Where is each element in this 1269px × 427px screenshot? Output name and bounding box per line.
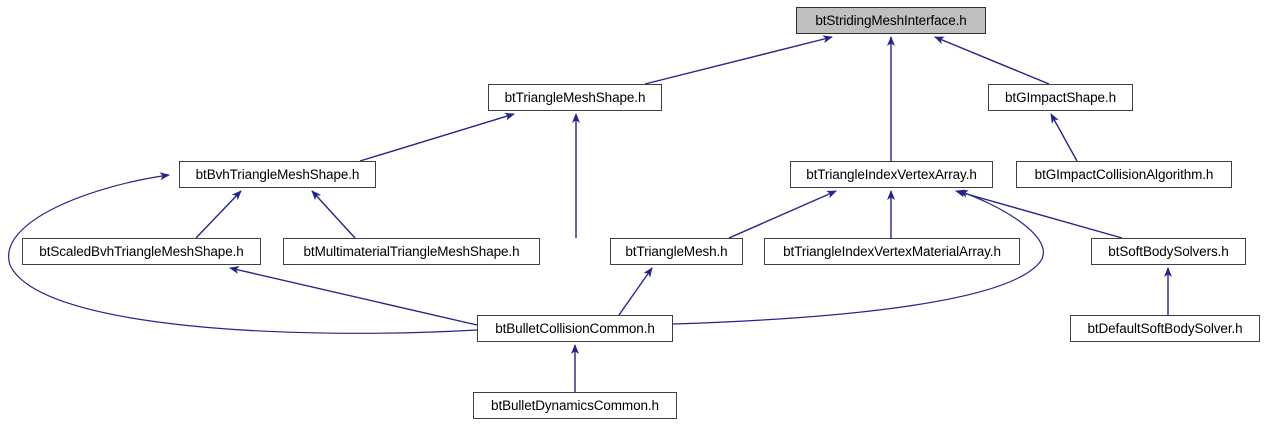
graph-edge-bvhtrimesh-to-trimeshshape: [359, 112, 515, 162]
graph-node-trimeshshape[interactable]: btTriangleMeshShape.h: [488, 84, 662, 111]
graph-node-label: btBulletCollisionCommon.h: [495, 320, 655, 336]
graph-node-label: btBvhTriangleMeshShape.h: [195, 166, 360, 182]
graph-node-gimpactshape[interactable]: btGImpactShape.h: [988, 84, 1133, 111]
graph-edge-collisioncommon-to-scaledbvh: [229, 266, 478, 326]
graph-node-label: btTriangleMeshShape.h: [504, 89, 646, 105]
graph-node-dynamicscommon[interactable]: btBulletDynamicsCommon.h: [473, 392, 677, 419]
graph-node-label: btTriangleMesh.h: [625, 243, 728, 259]
graph-node-label: btBulletDynamicsCommon.h: [491, 397, 659, 413]
graph-edge-trimesh-to-trivertexarray: [728, 190, 837, 239]
graph-node-striding[interactable]: btStridingMeshInterface.h: [796, 7, 986, 34]
graph-edge-gimpactcollalgo-to-gimpactshape: [1050, 113, 1078, 162]
graph-node-label: btSoftBodySolvers.h: [1108, 243, 1229, 259]
graph-node-trivertexarray[interactable]: btTriangleIndexVertexArray.h: [790, 161, 993, 188]
graph-node-softbodysolvers[interactable]: btSoftBodySolvers.h: [1091, 238, 1246, 265]
graph-node-multimaterial[interactable]: btMultimaterialTriangleMeshShape.h: [283, 238, 540, 265]
graph-edge-gimpactshape-to-striding: [934, 36, 1050, 85]
graph-node-label: btGImpactShape.h: [1005, 89, 1116, 105]
graph-edge-multimaterial-to-bvhtrimesh: [311, 190, 356, 239]
graph-edge-collisioncommon-to-trimesh: [618, 267, 653, 316]
graph-node-bvhtrimesh[interactable]: btBvhTriangleMeshShape.h: [179, 161, 376, 188]
graph-edge-softbodysolvers-to-trivertexarray: [955, 189, 1123, 239]
graph-node-label: btScaledBvhTriangleMeshShape.h: [39, 243, 244, 259]
graph-node-label: btTriangleIndexVertexArray.h: [806, 166, 977, 182]
graph-node-defaultsoftbody[interactable]: btDefaultSoftBodySolver.h: [1070, 315, 1260, 342]
graph-node-trivertexmat[interactable]: btTriangleIndexVertexMaterialArray.h: [764, 238, 1020, 265]
graph-node-scaledbvh[interactable]: btScaledBvhTriangleMeshShape.h: [22, 238, 261, 265]
graph-edge-trimeshshape-to-striding: [644, 35, 833, 85]
graph-node-label: btDefaultSoftBodySolver.h: [1087, 320, 1243, 336]
graph-node-label: btTriangleIndexVertexMaterialArray.h: [783, 243, 1001, 259]
graph-edge-scaledbvh-to-bvhtrimesh: [195, 190, 242, 239]
graph-node-label: btGImpactCollisionAlgorithm.h: [1034, 166, 1214, 182]
graph-node-trimesh[interactable]: btTriangleMesh.h: [610, 238, 743, 265]
graph-node-collisioncommon[interactable]: btBulletCollisionCommon.h: [477, 315, 673, 342]
graph-node-label: btMultimaterialTriangleMeshShape.h: [303, 243, 520, 259]
graph-node-label: btStridingMeshInterface.h: [815, 12, 967, 28]
graph-node-gimpactcollalgo[interactable]: btGImpactCollisionAlgorithm.h: [1016, 161, 1232, 188]
